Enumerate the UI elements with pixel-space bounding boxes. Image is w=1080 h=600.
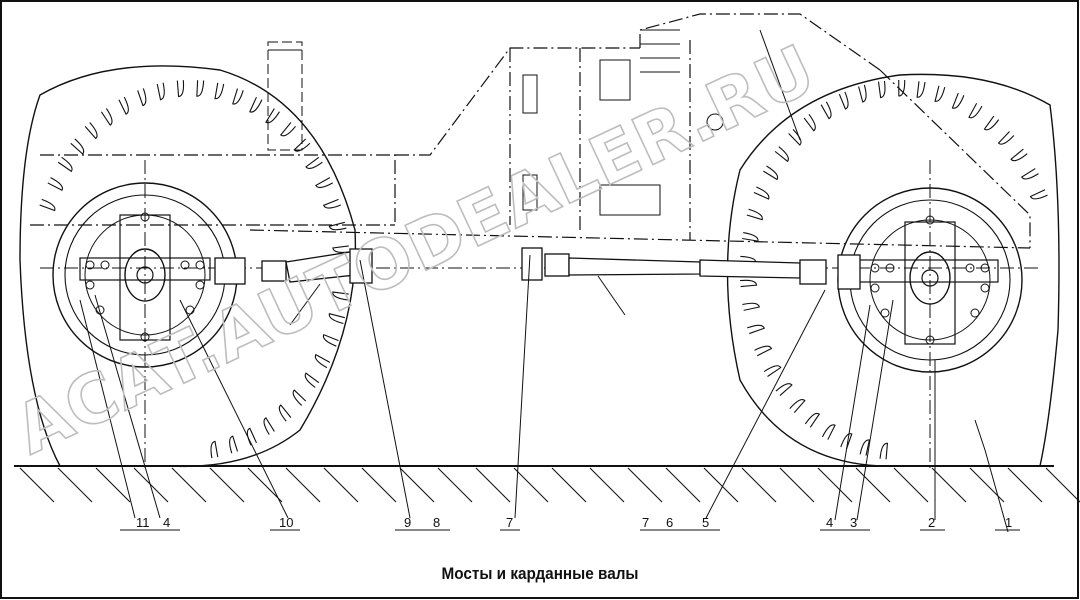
callout-6: 6 xyxy=(666,515,673,530)
callout-3: 3 xyxy=(850,515,857,530)
callout-4-right: 4 xyxy=(826,515,833,530)
callout-8: 8 xyxy=(433,515,440,530)
callout-9: 9 xyxy=(404,515,411,530)
rear-driveshaft xyxy=(521,247,861,290)
callout-10: 10 xyxy=(279,515,293,530)
driveshaft-plates xyxy=(289,275,626,326)
leader-lines xyxy=(79,254,1020,533)
callout-7-right: 7 xyxy=(642,515,649,530)
callout-2: 2 xyxy=(928,515,935,530)
callout-5: 5 xyxy=(702,515,709,530)
vehicle-body-outline xyxy=(30,13,1031,249)
callout-4-left: 4 xyxy=(163,515,170,530)
watermark: ACAT.AUTODEALER.RU xyxy=(4,30,828,470)
callout-labels: 1 2 3 4 5 6 7 7 8 9 10 11 4 xyxy=(136,515,1012,530)
callout-7-left: 7 xyxy=(506,515,513,530)
diagram-caption: Мосты и карданные валы xyxy=(441,564,639,583)
cab-details xyxy=(267,29,801,216)
front-driveshaft xyxy=(214,248,373,285)
callout-1: 1 xyxy=(1005,515,1012,530)
callout-11: 11 xyxy=(136,515,150,530)
ground xyxy=(14,465,1080,503)
